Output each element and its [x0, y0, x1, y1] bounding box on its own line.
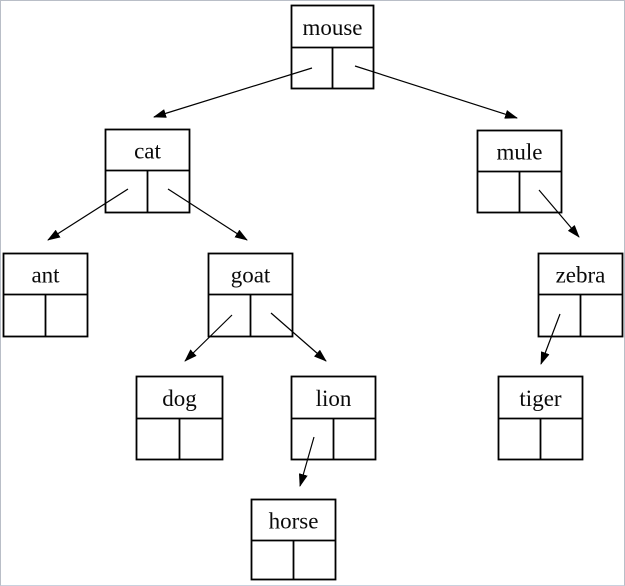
node-label: lion	[316, 386, 352, 411]
node-label: cat	[134, 139, 161, 164]
edge-mule-right-zebra	[538, 189, 580, 238]
edge-cat-right-goat	[167, 188, 248, 241]
node-label: ant	[31, 263, 60, 288]
node-ant: ant	[2, 252, 89, 338]
node-label: mule	[497, 140, 543, 165]
edge-mouse-left-cat	[153, 67, 313, 118]
edge-zebra-left-tiger	[540, 313, 561, 365]
node-mouse: mouse	[290, 4, 375, 90]
node-lion: lion	[290, 375, 377, 461]
edge-lion-left-horse	[298, 436, 315, 487]
edge-goat-left-dog	[184, 314, 233, 362]
node-dog: dog	[135, 375, 224, 461]
edge-mouse-right-mule	[354, 65, 518, 119]
node-goat: goat	[207, 252, 294, 338]
node-zebra: zebra	[537, 252, 624, 338]
edge-cat-left-ant	[47, 188, 129, 241]
node-mule: mule	[476, 129, 563, 214]
node-cat: cat	[104, 128, 191, 214]
node-label: zebra	[556, 263, 606, 288]
node-tiger: tiger	[497, 375, 584, 461]
node-horse: horse	[250, 498, 337, 581]
node-label: dog	[162, 386, 197, 411]
node-label: tiger	[519, 386, 561, 411]
node-label: goat	[231, 263, 271, 288]
edges	[47, 65, 580, 487]
edge-goat-right-lion	[270, 312, 327, 362]
node-label: horse	[269, 509, 319, 534]
node-label: mouse	[302, 15, 362, 40]
